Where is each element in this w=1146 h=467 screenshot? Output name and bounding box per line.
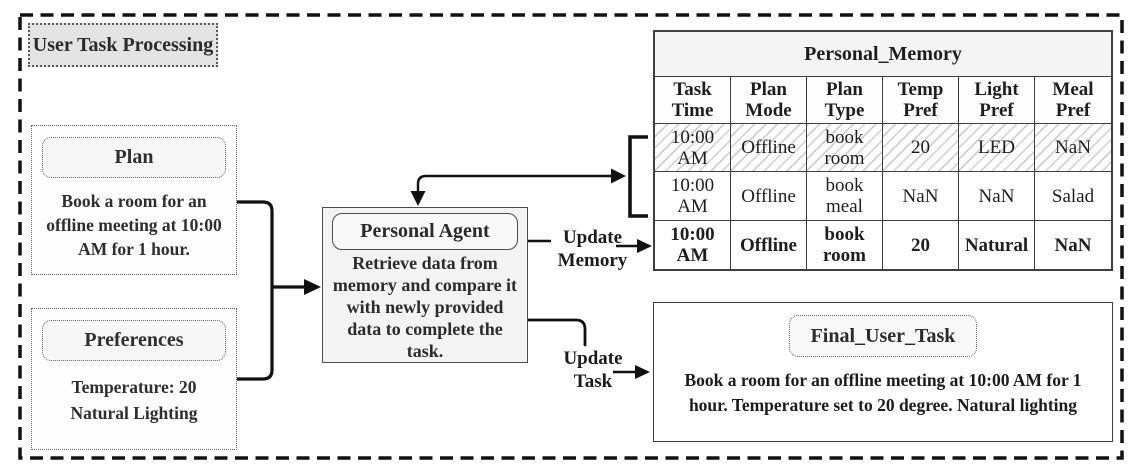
memory-table-cell: 20 <box>883 124 959 172</box>
update-memory-label: Update Memory <box>557 227 628 271</box>
plan-box-body: Book a room for an offline meeting at 10… <box>46 191 222 259</box>
final-user-task-title-text: Final_User_Task <box>810 324 956 347</box>
final-user-task-title: Final_User_Task <box>789 315 977 357</box>
memory-table-header-cell: Task Time <box>655 77 731 124</box>
frame-title: User Task Processing <box>28 23 218 67</box>
personal-memory-table-title: Personal_Memory <box>655 32 1111 77</box>
memory-table-header-cell: Plan Type <box>807 77 883 124</box>
memory-table-cell: NaN <box>1035 124 1111 172</box>
memory-table-cell: 10:00 AM <box>655 221 731 269</box>
final-user-task-body: Book a room for an offline meeting at 10… <box>684 370 1082 415</box>
agent-input-arrowhead <box>304 279 321 295</box>
memory-table-cell: 10:00 AM <box>655 172 731 221</box>
frame-title-text: User Task Processing <box>32 33 214 56</box>
preferences-box-body: Temperature: 20 Natural Lighting <box>70 377 198 423</box>
preferences-box-title-text: Preferences <box>84 329 184 351</box>
retrieve-arrowhead-right <box>611 168 626 184</box>
memory-table-cell: NaN <box>959 172 1035 221</box>
retrieve-connector <box>416 174 613 197</box>
plan-connector <box>235 200 274 289</box>
memory-table-cell: 10:00 AM <box>655 124 731 172</box>
memory-table-header-cell: Meal Pref <box>1035 77 1111 124</box>
memory-table-cell: Natural <box>959 221 1035 269</box>
plan-box-title-text: Plan <box>114 146 154 168</box>
memory-table-cell: NaN <box>1054 234 1092 256</box>
memory-table-cell: 20 <box>883 221 959 269</box>
personal-agent-title-text: Personal Agent <box>360 220 490 242</box>
memory-table-cell: book meal <box>807 172 883 221</box>
memory-rows-bracket <box>628 135 648 218</box>
memory-table-cell: Offline <box>731 172 807 221</box>
personal-agent-box: Personal Agent Retrieve data from memory… <box>322 207 528 363</box>
memory-table-header-cell: Light Pref <box>959 77 1035 124</box>
memory-table-cell: Salad <box>1035 172 1111 221</box>
personal-memory-table-title-text: Personal_Memory <box>804 42 962 65</box>
plan-box: Plan Book a room for an offline meeting … <box>31 125 237 275</box>
update-memory-arrowhead <box>637 239 652 253</box>
outer-dashed-frame <box>18 13 1124 460</box>
retrieve-arrowhead-down <box>410 191 426 206</box>
preferences-connector <box>235 285 274 381</box>
update-task-arrowhead <box>635 365 650 379</box>
memory-table-cell: Offline <box>731 124 807 172</box>
memory-table-cell: NaN <box>883 172 959 221</box>
personal-agent-title: Personal Agent <box>332 213 518 250</box>
plan-box-title: Plan <box>42 137 226 178</box>
memory-table-header-cell: Temp Pref <box>883 77 959 124</box>
final-user-task-box: Final_User_Task Book a room for an offli… <box>653 302 1113 442</box>
memory-table-header-cell: Plan Mode <box>731 77 807 124</box>
memory-table-cell: book room <box>807 124 883 172</box>
preferences-box: Preferences Temperature: 20 Natural Ligh… <box>31 308 237 450</box>
memory-table-cell: Offline <box>731 221 807 269</box>
update-task-label: Update Task <box>563 348 623 392</box>
update-task-elbow <box>526 318 587 347</box>
personal-agent-body: Retrieve data from memory and compare it… <box>332 253 518 361</box>
preferences-box-title: Preferences <box>42 320 226 361</box>
memory-table-cell: LED <box>959 124 1035 172</box>
memory-table-cell: book room <box>807 221 883 269</box>
